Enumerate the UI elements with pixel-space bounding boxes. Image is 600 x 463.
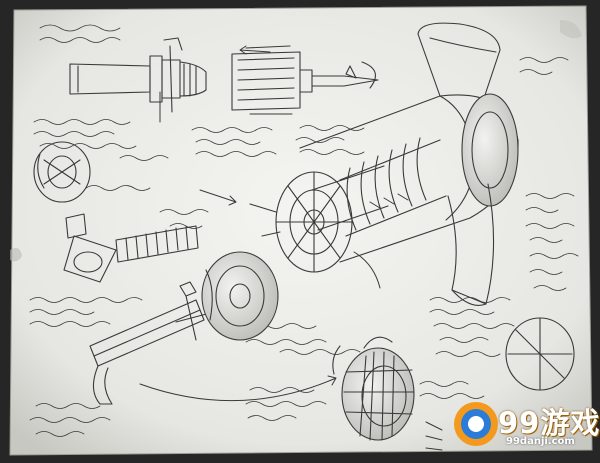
circle-diagram-drawing	[505, 317, 575, 391]
paper-stain-top-right	[560, 20, 582, 39]
arrows	[139, 45, 443, 451]
watermark-url-text: 99danji.com	[506, 436, 575, 447]
bracket-screw-drawing	[63, 213, 199, 283]
watermark-logo-graphic	[454, 402, 498, 446]
spindle-drawing	[231, 45, 379, 115]
paper-sheet	[9, 5, 593, 456]
main-cylinder-drawing	[299, 93, 519, 263]
watermark: 99游戏 99danji.com	[452, 398, 599, 456]
annotation-scribbles	[29, 24, 579, 437]
small-disc-drawing	[33, 141, 91, 203]
turbine-drawing	[201, 251, 279, 341]
pencil-linework	[29, 22, 579, 451]
paper-stain-left	[10, 248, 22, 262]
hub-wheel-drawing	[249, 171, 353, 273]
grid-wheel-drawing	[332, 336, 415, 441]
watermark-brand-text: 99游戏	[498, 406, 600, 440]
curved-pipe-drawing	[447, 183, 495, 306]
shaft-assembly-drawing	[69, 37, 207, 113]
